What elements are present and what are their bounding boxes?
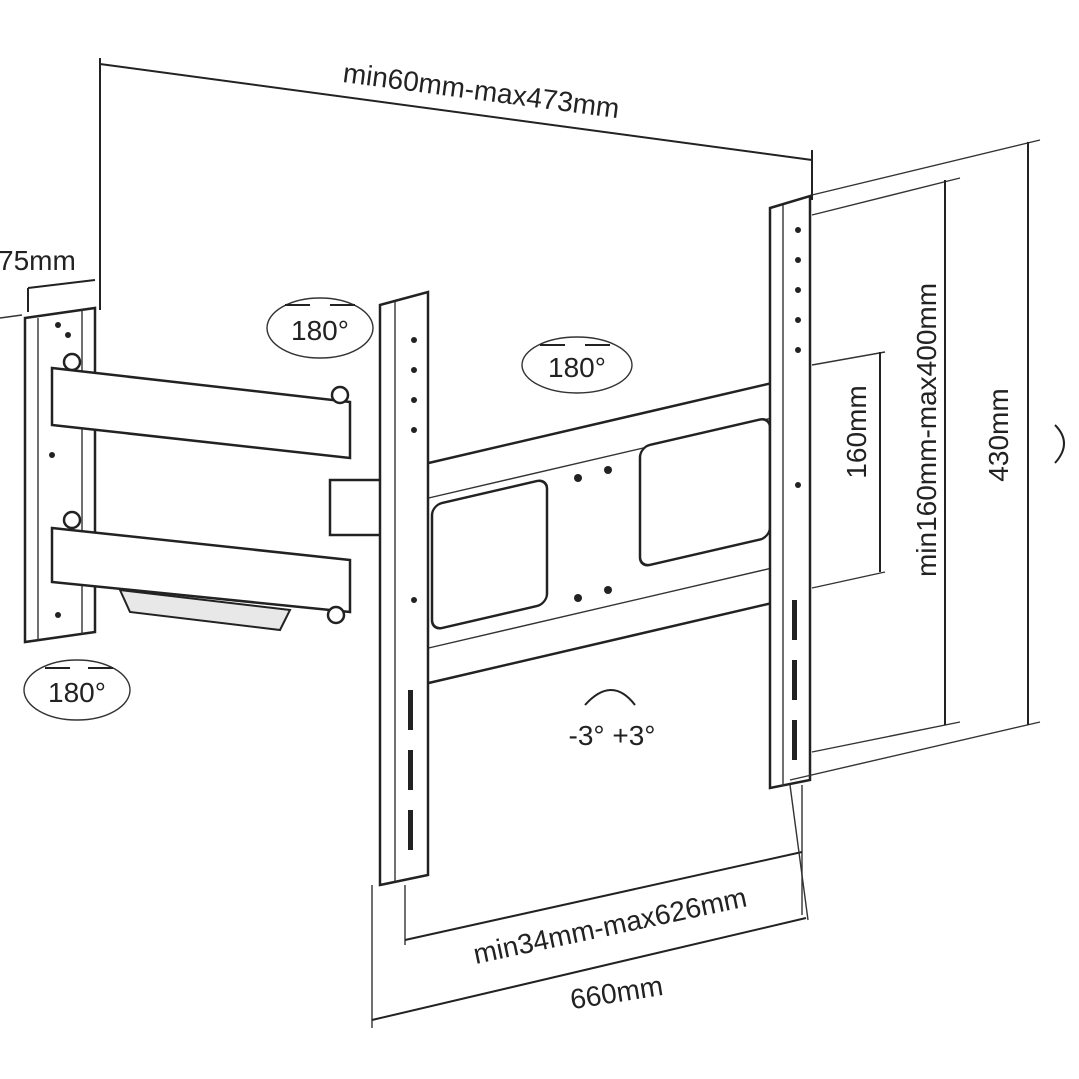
articulating-arms — [50, 352, 387, 632]
arm-swivel-callout: 180° — [266, 297, 374, 359]
arm-swivel-label: 180° — [291, 315, 349, 346]
wall-plate — [23, 306, 97, 644]
wall-plate-width-label: 75mm — [0, 245, 76, 276]
wall-swivel-callout: 180° — [23, 659, 131, 721]
tv-bracket-crossbar — [418, 378, 787, 687]
arm-extension-dimension: min60mm-max473mm — [99, 57, 813, 310]
wall-plate-width-dimension: 75mm — [0, 245, 96, 319]
vertical-rail-right — [768, 194, 812, 790]
vesa-inner-label: 160mm — [841, 385, 872, 478]
bracket-height-label: 430mm — [983, 388, 1014, 481]
tilt-arrow-icon — [584, 689, 636, 706]
arm-extension-label: min60mm-max473mm — [341, 57, 621, 124]
rotation-arrow-icon — [1054, 424, 1065, 464]
wall-swivel-label: 180° — [48, 677, 106, 708]
head-swivel-label: 180° — [548, 352, 606, 383]
tilt-label: -3° +3° — [569, 720, 656, 751]
vertical-rail-left — [378, 290, 430, 887]
bracket-width-label: 660mm — [568, 970, 665, 1015]
vesa-vertical-range-label: min160mm-max400mm — [911, 283, 942, 577]
head-swivel-callout: 180° — [521, 336, 633, 394]
vertical-dimensions: 160mm min160mm-max400mm 430mm — [789, 139, 1065, 781]
horizontal-dimensions: min34mm-max626mm 660mm — [371, 784, 809, 1028]
tilt-callout: -3° +3° — [569, 689, 656, 751]
